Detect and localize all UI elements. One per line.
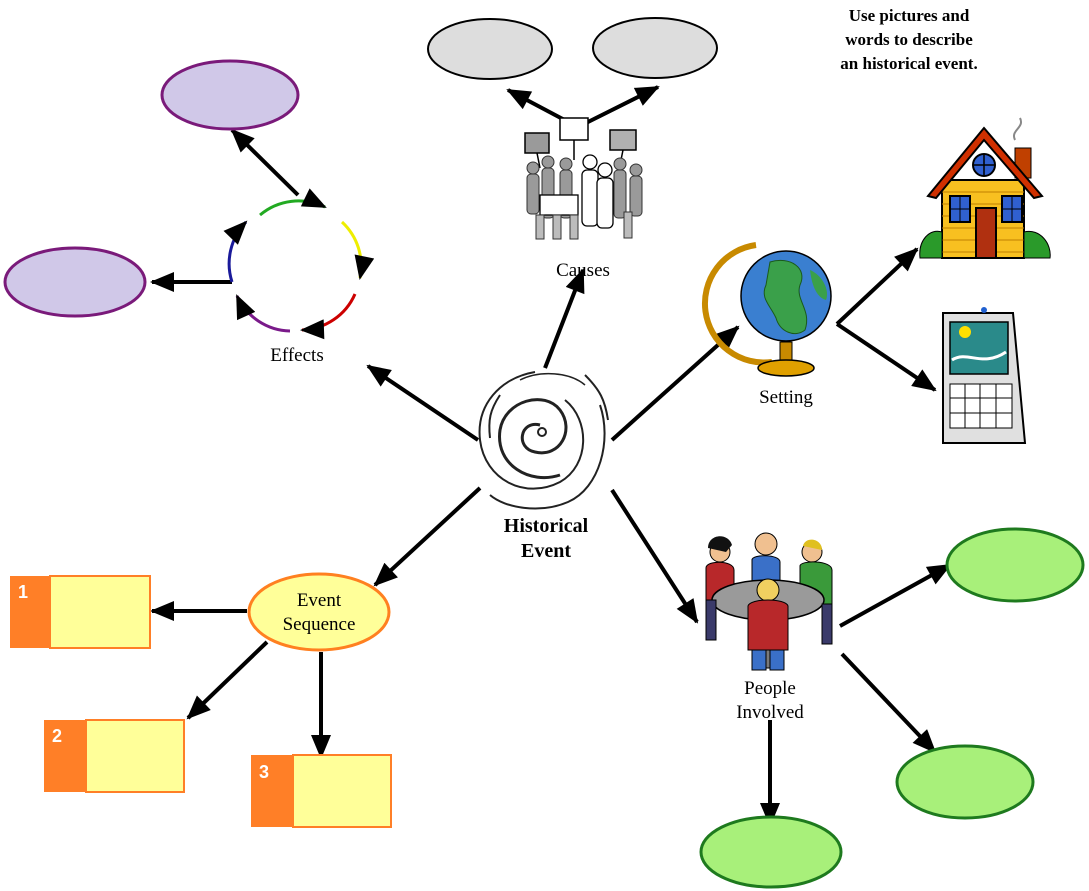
center-label-line2: Event: [521, 540, 571, 562]
sequence-box-2[interactable]: 2: [44, 719, 185, 793]
arrow-center-to-causes: [543, 268, 585, 369]
people-ellipse-topright[interactable]: [945, 527, 1085, 603]
arrow-center-to-people: [610, 488, 699, 624]
sequence-box-number: 1: [18, 582, 28, 602]
house-icon: [919, 117, 1051, 259]
computer-screen-icon: [942, 307, 1027, 444]
sequence-label-line1: Event: [297, 590, 342, 611]
cause-ellipse-left[interactable]: [427, 18, 553, 80]
effect-ellipse-left[interactable]: [3, 246, 147, 318]
arrow-effects-to-top: [230, 128, 300, 197]
arrow-center-to-setting: [610, 325, 740, 442]
effect-ellipse-top[interactable]: [160, 59, 300, 131]
people-at-table-icon: [705, 532, 833, 671]
sequence-box-3[interactable]: 3: [251, 754, 392, 828]
instructions-block: Use pictures and words to describe an hi…: [840, 6, 977, 73]
swirl-icon: [478, 371, 609, 510]
cycle-arrows-icon: [223, 188, 375, 340]
arrow-people-to-topright: [839, 563, 952, 628]
arrow-causes-to-right: [581, 85, 660, 127]
arrow-center-to-effects: [366, 364, 480, 442]
arrow-setting-to-computer: [835, 322, 937, 392]
globe-icon: [701, 242, 832, 377]
instructions-line-2: words to describe: [845, 30, 973, 49]
people-ellipse-bottom[interactable]: [699, 815, 843, 889]
sequence-label-line2: Sequence: [283, 614, 356, 635]
people-label-line2: Involved: [736, 702, 804, 723]
instructions-line-3: an historical event.: [840, 54, 977, 73]
causes-label: Causes: [556, 260, 610, 281]
cause-ellipse-right[interactable]: [592, 17, 718, 79]
sequence-box-1[interactable]: 1: [10, 575, 151, 649]
arrow-setting-to-house: [835, 247, 919, 326]
arrow-sequence-to-box2: [186, 640, 269, 720]
people-ellipse-right[interactable]: [895, 744, 1035, 820]
people-label-line1: People: [744, 678, 796, 699]
arrow-center-to-sequence: [373, 486, 482, 587]
setting-label: Setting: [759, 387, 813, 408]
protest-crowd-icon: [524, 117, 643, 240]
sequence-box-number: 3: [259, 762, 269, 782]
sequence-box-number: 2: [52, 726, 62, 746]
center-label-line1: Historical: [504, 515, 589, 537]
arrow-people-to-right: [840, 652, 937, 754]
sequence-oval: [247, 572, 391, 652]
effects-label: Effects: [270, 345, 323, 366]
instructions-line-1: Use pictures and: [849, 6, 970, 25]
